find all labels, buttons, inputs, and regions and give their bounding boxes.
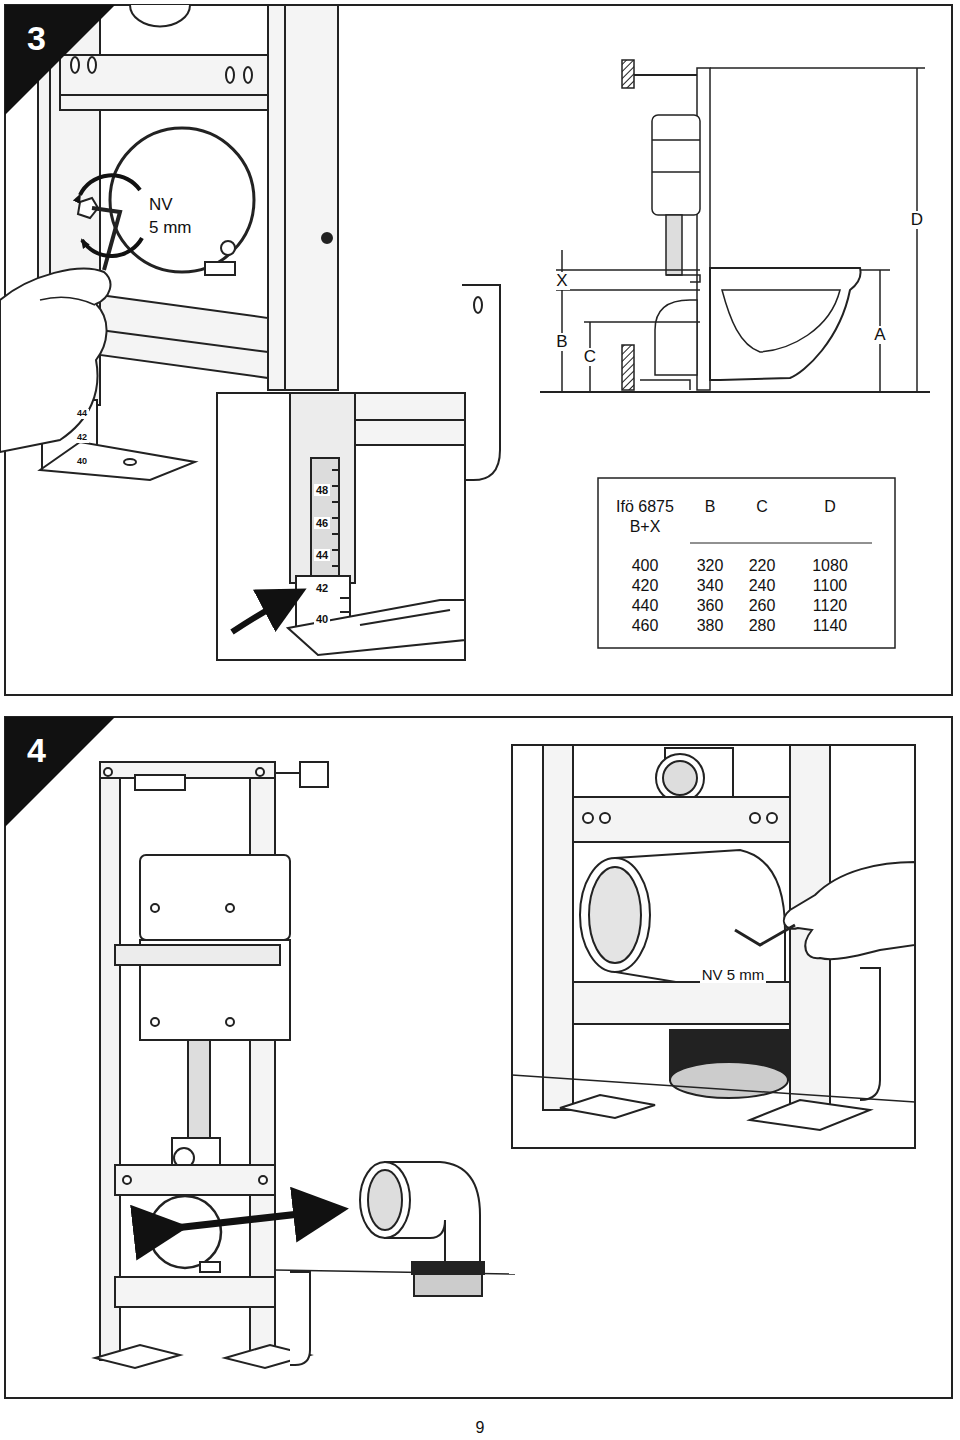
table-header: Ifö 6875 — [614, 498, 676, 516]
table-header: D — [822, 498, 838, 516]
scale-mark: 44 — [75, 409, 89, 419]
table-header: C — [754, 498, 770, 516]
table-cell: 220 — [747, 557, 778, 575]
scale-mark: 46 — [314, 517, 330, 529]
table-cell: 380 — [695, 617, 726, 635]
table-header: B+X — [628, 518, 663, 536]
scale-mark: 40 — [75, 457, 89, 467]
scale-mark: 48 — [314, 484, 330, 496]
dimension-letter: X — [554, 272, 569, 291]
step-number: 3 — [27, 21, 46, 55]
table-cell: 320 — [695, 557, 726, 575]
scale-mark: 42 — [314, 582, 330, 594]
step-badge: 4 — [5, 717, 115, 827]
scale-mark: 40 — [314, 613, 330, 625]
tool-label: NV — [147, 196, 175, 215]
table-cell: 1100 — [811, 577, 849, 595]
page-number: 9 — [474, 1419, 487, 1437]
step-badge: 3 — [5, 5, 115, 115]
table-cell: 1120 — [811, 597, 849, 615]
table-cell: 460 — [630, 617, 661, 635]
table-cell: 1080 — [810, 557, 850, 575]
table-cell: 420 — [630, 577, 661, 595]
table-cell: 240 — [747, 577, 778, 595]
tool-label: NV 5 mm — [700, 967, 767, 984]
dimension-letter: D — [909, 211, 925, 230]
badge-triangle — [5, 5, 115, 115]
table-cell: 360 — [695, 597, 726, 615]
scale-mark: 42 — [75, 433, 89, 443]
badge-triangle — [5, 717, 115, 827]
dimension-letter: A — [872, 326, 887, 345]
dimension-letter: C — [582, 348, 598, 367]
table-header: B — [703, 498, 718, 516]
table-cell: 260 — [747, 597, 778, 615]
table-cell: 400 — [630, 557, 661, 575]
table-cell: 280 — [747, 617, 778, 635]
table-cell: 440 — [630, 597, 661, 615]
dimension-letter: B — [554, 333, 569, 352]
table-cell: 1140 — [811, 617, 849, 635]
tool-label: 5 mm — [147, 219, 194, 238]
scale-mark: 44 — [314, 549, 330, 561]
step-number: 4 — [27, 733, 46, 767]
table-cell: 340 — [695, 577, 726, 595]
